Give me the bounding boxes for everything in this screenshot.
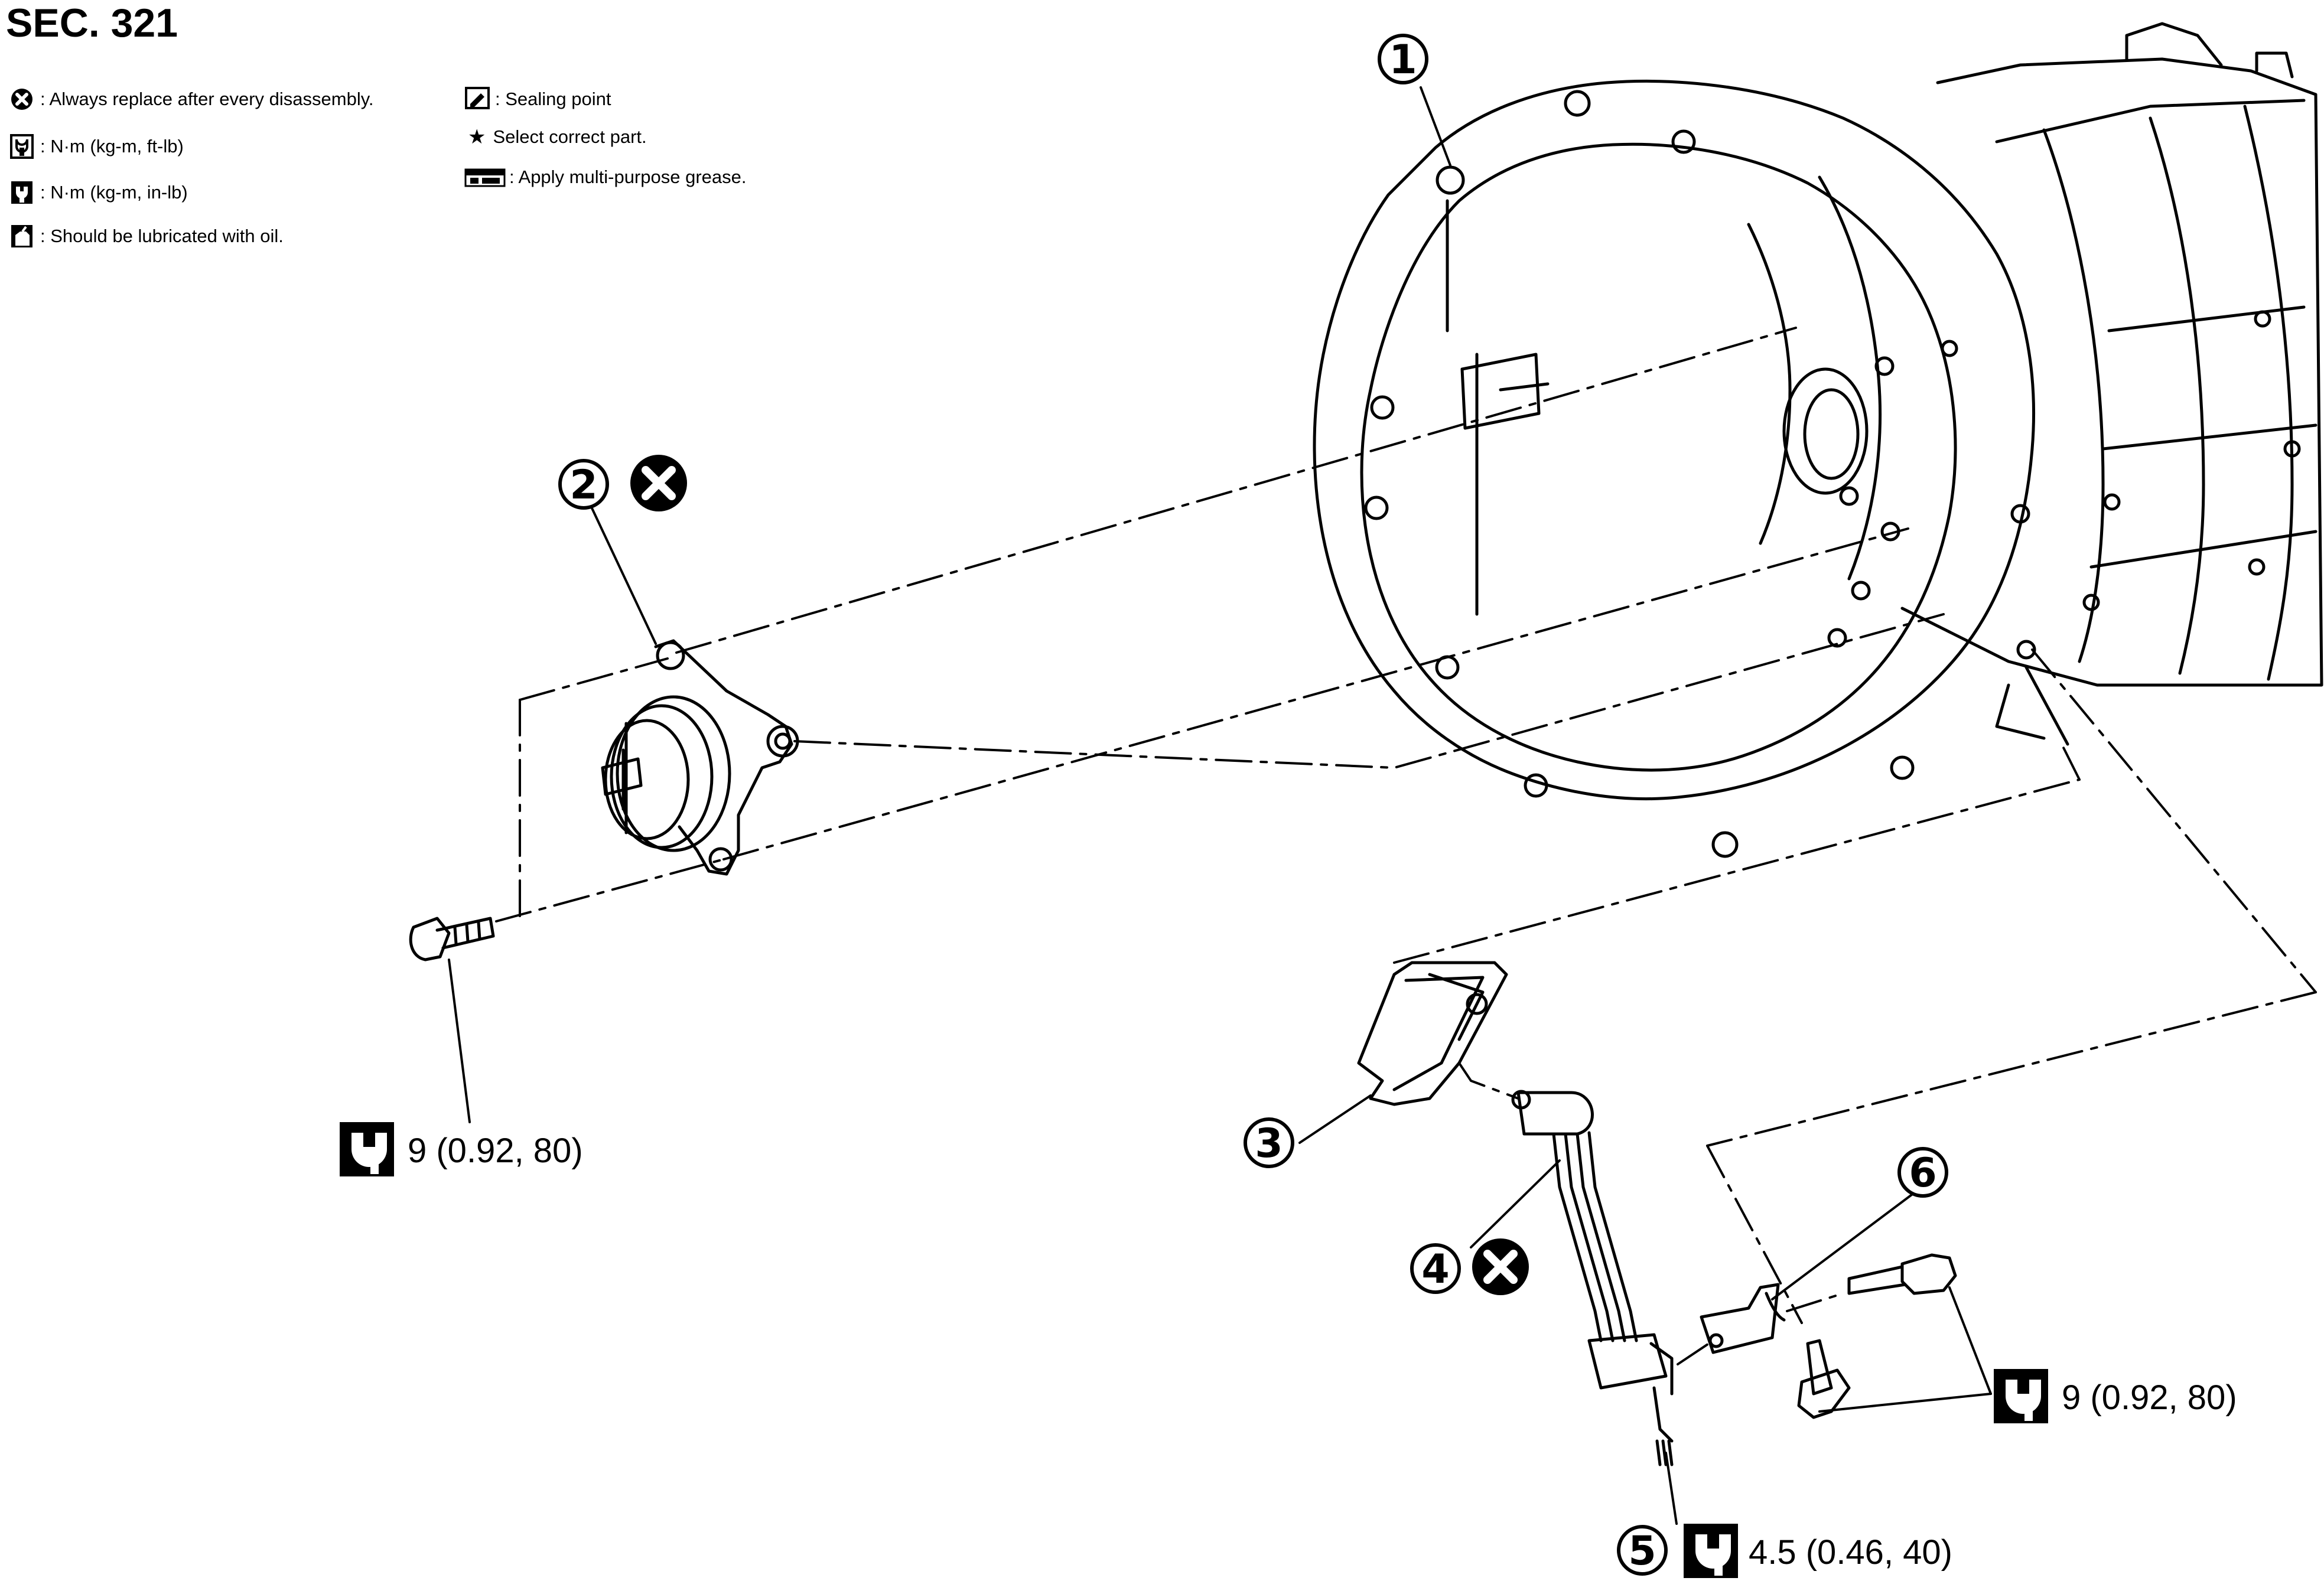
callout-4: 4 [1410, 1243, 1461, 1294]
concentric-slave-cylinder [601, 639, 799, 876]
legend-sealing: : Sealing point [464, 86, 611, 112]
svg-text:9 (0.92, 80): 9 (0.92, 80) [408, 1132, 583, 1170]
legend-torque-in-text: : N·m (kg-m, in-lb) [40, 182, 188, 203]
svg-text:5: 5 [1628, 1528, 1656, 1575]
sealant-icon [465, 87, 490, 109]
sensor-harness [1511, 1090, 1674, 1466]
legend-sealing-text: : Sealing point [495, 89, 611, 109]
mounting-bolt-left [409, 917, 495, 961]
torque-spec-left: 9 (0.92, 80) [340, 1122, 583, 1176]
legend-select: ★ Select correct part. [464, 125, 647, 149]
bracket-bolt-upper [1847, 1253, 1957, 1295]
grease-icon [464, 168, 506, 187]
legend-select-text: Select correct part. [493, 126, 647, 147]
wrench-box-filled-icon [11, 181, 32, 204]
bracket-bolt-lower [1797, 1339, 1851, 1419]
svg-text:9 (0.92, 80): 9 (0.92, 80) [2062, 1378, 2237, 1417]
wrench-box-filled-icon [340, 1122, 394, 1176]
svg-text:4: 4 [1421, 1246, 1449, 1293]
callout-6: 6 [1897, 1147, 1948, 1198]
legend-oil: : Should be lubricated with oil. [9, 223, 284, 249]
oil-can-icon [11, 225, 32, 247]
page-title: SEC. 321 [6, 1, 178, 45]
transmission-case [1313, 22, 2323, 858]
torque-spec-bracket: 9 (0.92, 80) [1994, 1369, 2237, 1423]
x-circle-icon [1472, 1238, 1529, 1295]
svg-text:4.5 (0.46, 40): 4.5 (0.46, 40) [1749, 1533, 1952, 1572]
svg-text:3: 3 [1255, 1120, 1283, 1167]
x-circle-icon [630, 455, 687, 511]
legend-replace-text: : Always replace after every disassembly… [40, 89, 374, 109]
wrench-box-icon [10, 134, 34, 159]
svg-text:1: 1 [1389, 37, 1417, 83]
svg-text:2: 2 [569, 462, 597, 508]
wrench-box-filled-icon [1994, 1369, 2048, 1423]
legend-grease: : Apply multi-purpose grease. [464, 167, 747, 188]
legend-torque-in: : N·m (kg-m, in-lb) [9, 180, 188, 206]
legend-grease-text: : Apply multi-purpose grease. [509, 167, 747, 187]
sensor-plate [1357, 961, 1508, 1106]
legend-replace: : Always replace after every disassembly… [9, 86, 374, 112]
callout-5: 5 [1617, 1525, 1668, 1576]
callout-3: 3 [1244, 1117, 1294, 1168]
bracket [1700, 1283, 1786, 1354]
legend-torque-ft-text: : N·m (kg-m, ft-lb) [40, 136, 184, 157]
callout-2: 2 [558, 459, 609, 510]
torque-spec-sensor: 4.5 (0.46, 40) [1684, 1524, 1952, 1578]
legend-oil-text: : Should be lubricated with oil. [40, 226, 284, 246]
wrench-box-filled-icon [1684, 1524, 1738, 1578]
svg-text:6: 6 [1909, 1150, 1936, 1197]
x-circle-icon [11, 89, 32, 110]
star-icon: ★ [468, 125, 486, 149]
legend-torque-ft: : N·m (kg-m, ft-lb) [9, 133, 184, 159]
callout-1: 1 [1378, 34, 1428, 84]
